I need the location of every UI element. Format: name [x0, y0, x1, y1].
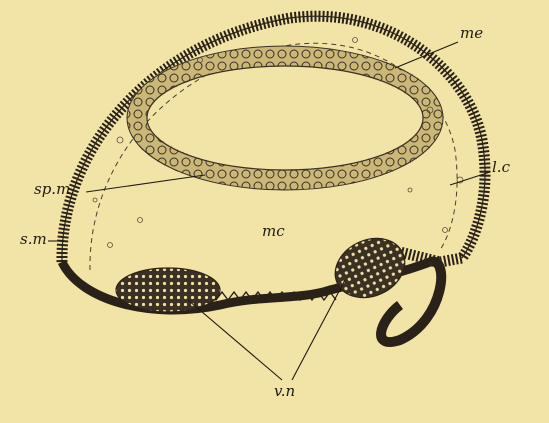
label-mc: mc — [262, 224, 285, 239]
label-spm: sp.m — [34, 182, 70, 197]
label-lc: l.c — [492, 160, 510, 175]
ventral-nerve-left — [116, 268, 220, 312]
label-me: me — [460, 26, 483, 41]
ventral-nerve-right — [326, 227, 415, 308]
label-vn: v.n — [274, 384, 295, 399]
medullary-epithelium-ring — [137, 56, 433, 180]
label-sm: s.m — [20, 232, 47, 247]
